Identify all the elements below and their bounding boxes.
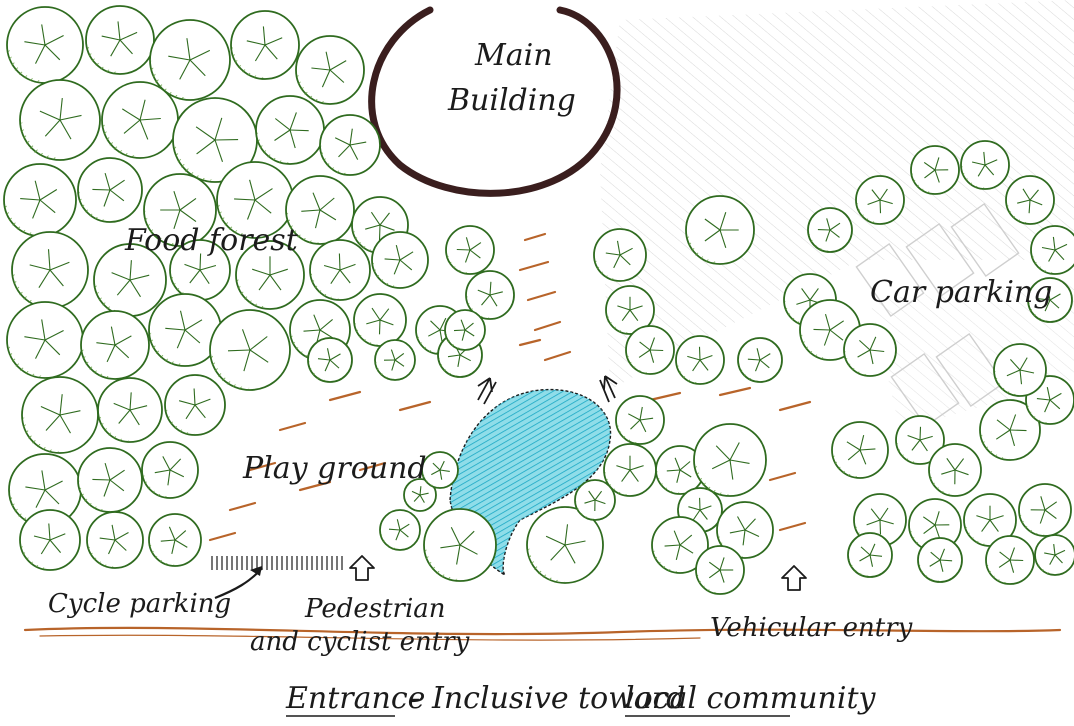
label-pedestrian-1: Pedestrian — [304, 594, 446, 624]
path-arrow-left — [478, 378, 496, 404]
caption-entrance: Entrance — [285, 681, 425, 716]
tree-canopy — [20, 80, 100, 160]
tree-canopy — [575, 480, 615, 520]
tree-canopy — [4, 164, 76, 236]
tree-canopy — [12, 232, 88, 308]
tree-canopy — [210, 310, 290, 390]
tree-canopy — [626, 326, 674, 374]
tree-canopy — [929, 444, 981, 496]
tree-canopy — [686, 196, 754, 264]
caption: Entrance - Inclusive toward local commun… — [285, 681, 877, 716]
tree-canopy — [694, 424, 766, 496]
tree-canopy — [848, 533, 892, 577]
tree-canopy — [296, 36, 364, 104]
tree-canopy — [911, 146, 959, 194]
tree-canopy — [594, 229, 646, 281]
label-main-building-1: Main — [474, 38, 553, 73]
tree-canopy — [81, 311, 149, 379]
tree-canopy — [87, 512, 143, 568]
caption-dash: - — [410, 681, 420, 716]
tree-canopy — [696, 546, 744, 594]
tree-canopy — [994, 344, 1046, 396]
tree-canopy — [78, 448, 142, 512]
tree-canopy — [231, 11, 299, 79]
tree-canopy — [7, 7, 83, 83]
tree-canopy — [256, 96, 324, 164]
tree-canopy — [616, 396, 664, 444]
tree-canopy — [102, 82, 178, 158]
label-cycle-parking: Cycle parking — [48, 589, 231, 619]
label-main-building-2: Building — [447, 83, 576, 118]
tree-canopy — [372, 232, 428, 288]
tree-canopy — [380, 510, 420, 550]
pedestrian-entry-arrow — [350, 556, 374, 580]
tree-canopy — [422, 452, 458, 488]
tree-canopy — [424, 509, 496, 581]
tree-canopy — [375, 340, 415, 380]
tree-canopy — [165, 375, 225, 435]
cycle-parking-ticks — [212, 556, 342, 570]
tree-canopy — [1019, 484, 1071, 536]
tree-canopy — [22, 377, 98, 453]
caption-local-community: local community — [625, 681, 877, 716]
tree-canopy — [1006, 176, 1054, 224]
label-play-ground: Play ground — [242, 451, 427, 486]
tree-canopy — [446, 226, 494, 274]
tree-canopy — [844, 324, 896, 376]
label-food-forest: Food forest — [124, 223, 299, 258]
tree-canopy — [961, 141, 1009, 189]
tree-canopy — [320, 115, 380, 175]
tree-canopy — [808, 208, 852, 252]
tree-canopy — [98, 378, 162, 442]
tree-canopy — [676, 336, 724, 384]
label-pedestrian-2: and cyclist entry — [250, 627, 470, 657]
tree-canopy — [7, 302, 83, 378]
tree-canopy — [354, 294, 406, 346]
tree-canopy — [738, 338, 782, 382]
tree-canopy — [20, 510, 80, 570]
tree-canopy — [918, 538, 962, 582]
tree-canopy — [445, 310, 485, 350]
tree-canopy — [986, 536, 1034, 584]
tree-canopy — [1035, 535, 1074, 575]
tree-canopy — [86, 6, 154, 74]
tree-canopy — [142, 442, 198, 498]
tree-canopy — [310, 240, 370, 300]
label-car-parking: Car parking — [870, 275, 1052, 310]
tree-canopy — [149, 514, 201, 566]
vehicular-entry-arrow — [782, 566, 806, 590]
label-vehicular-entry: Vehicular entry — [710, 613, 913, 643]
tree-canopy — [78, 158, 142, 222]
tree-canopy — [832, 422, 888, 478]
tree-canopy — [308, 338, 352, 382]
tree-canopy — [1031, 226, 1074, 274]
tree-canopy — [856, 176, 904, 224]
